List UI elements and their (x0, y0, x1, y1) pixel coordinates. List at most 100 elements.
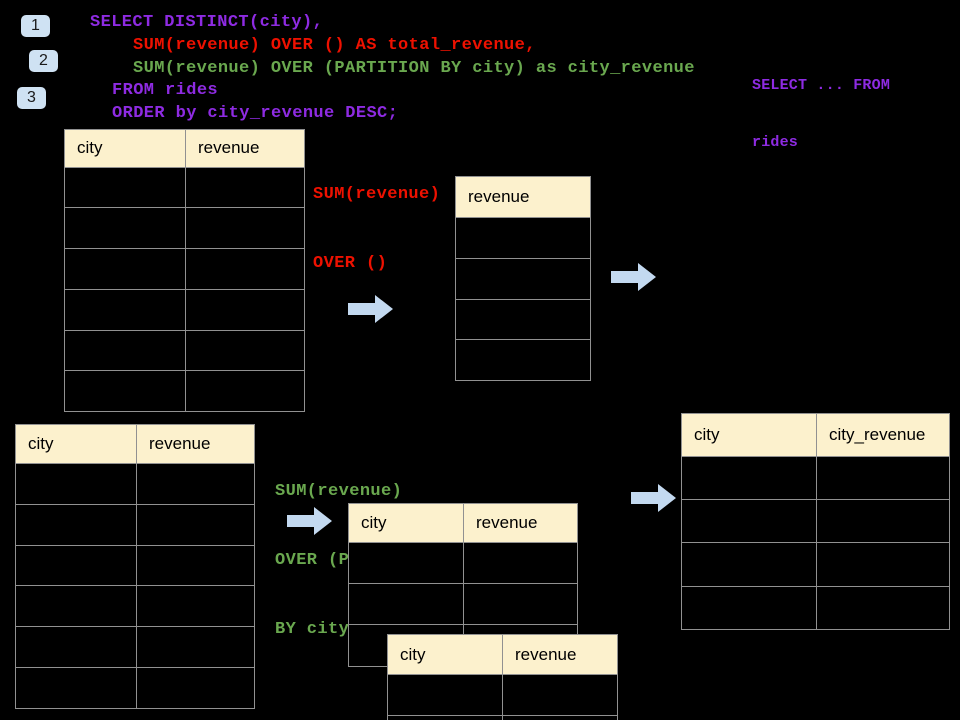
table-row (455, 257, 591, 300)
column-header-revenue: revenue (502, 634, 618, 675)
table-row (681, 585, 950, 630)
right-arrow-icon (631, 484, 676, 512)
table-header-row: city city_revenue (681, 413, 950, 457)
table-cell (185, 288, 305, 331)
table-cell (64, 370, 186, 413)
table-cell (816, 585, 950, 630)
table-row (15, 503, 255, 546)
table-cell (136, 626, 255, 668)
table-header-row: city revenue (64, 129, 305, 168)
column-header-city: city (15, 424, 137, 464)
right-arrow-icon (611, 263, 656, 291)
annotation-total-line1: SUM(revenue) (313, 185, 441, 204)
table-cell (185, 207, 305, 250)
table-row (387, 674, 618, 716)
table-city-revenue-result: city city_revenue (681, 413, 950, 630)
table-cell (455, 217, 591, 259)
column-header-revenue: revenue (185, 129, 305, 168)
annotation-sum-over-total: SUM(revenue) OVER () (313, 137, 440, 321)
column-header-revenue: revenue (136, 424, 255, 464)
sql-line-select: SELECT DISTINCT(city), (90, 13, 324, 32)
table-cell (387, 674, 503, 716)
table-cell (463, 583, 578, 626)
table-total-revenue: revenue (455, 176, 591, 381)
table-cell (185, 329, 305, 372)
table-header-row: city revenue (15, 424, 255, 464)
column-header-revenue: revenue (455, 176, 591, 218)
table-header-row: revenue (455, 176, 591, 218)
table-row (348, 583, 578, 626)
side-sql-snippet: SELECT ... FROM rides (752, 38, 890, 190)
step-badge-1: 1 (21, 15, 50, 37)
table-cell (348, 583, 464, 626)
table-partition-overlay: city revenue (387, 634, 618, 720)
table-cell (15, 585, 137, 628)
table-cell (455, 339, 591, 381)
annotation-partition-line1: SUM(revenue) (275, 482, 403, 501)
table-cell (348, 541, 464, 585)
table-cell (64, 329, 186, 372)
table-row (681, 542, 950, 587)
table-partition-mid: city revenue (348, 503, 578, 667)
table-cell (502, 674, 618, 716)
table-cell (64, 207, 186, 250)
table-cell (463, 541, 578, 585)
table-cell (455, 298, 591, 341)
table-row (681, 455, 950, 501)
table-row (64, 207, 305, 250)
sql-line-order-by: ORDER by city_revenue DESC; (112, 104, 399, 123)
table-cell (681, 542, 817, 587)
table-source-bottom: city revenue (15, 424, 255, 709)
right-arrow-icon (348, 295, 393, 323)
right-arrow-icon (287, 507, 332, 535)
table-cell (15, 503, 137, 546)
table-cell (15, 463, 137, 505)
table-row (455, 298, 591, 341)
table-cell (681, 585, 817, 630)
table-cell (64, 248, 186, 290)
table-cell (502, 714, 618, 720)
side-sql-snippet-line1: SELECT ... FROM (752, 77, 891, 94)
table-row (64, 329, 305, 372)
table-cell (136, 503, 255, 546)
table-cell (15, 544, 137, 587)
table-cell (681, 499, 817, 544)
table-header-row: city revenue (348, 503, 578, 543)
table-row (455, 217, 591, 259)
column-header-city: city (348, 503, 464, 543)
table-cell (455, 257, 591, 300)
table-cell (136, 666, 255, 709)
sql-line-total-revenue: SUM(revenue) OVER () AS total_revenue, (133, 36, 536, 55)
table-cell (136, 544, 255, 587)
table-header-row: city revenue (387, 634, 618, 675)
table-cell (136, 585, 255, 628)
table-row (15, 626, 255, 668)
table-cell (15, 626, 137, 668)
table-row (15, 544, 255, 587)
table-row (64, 166, 305, 209)
table-cell (185, 248, 305, 290)
table-row (64, 288, 305, 331)
sql-line-from: FROM rides (112, 81, 219, 100)
table-cell (185, 370, 305, 413)
table-cell (185, 166, 305, 209)
annotation-partition-line3: BY city) (275, 620, 360, 639)
table-cell (816, 499, 950, 544)
table-row (15, 463, 255, 505)
flow-arrow-partition-1 (287, 507, 332, 535)
annotation-total-line2: OVER () (313, 254, 388, 273)
table-row (455, 339, 591, 381)
table-row (348, 541, 578, 585)
table-cell (387, 714, 503, 720)
column-header-revenue: revenue (463, 503, 578, 543)
step-badge-3: 3 (17, 87, 46, 109)
column-header-city: city (681, 413, 817, 457)
table-cell (64, 166, 186, 209)
table-cell (136, 463, 255, 505)
flow-arrow-partition-2 (631, 484, 676, 512)
table-cell (681, 455, 817, 501)
table-cell (816, 455, 950, 501)
table-row (64, 248, 305, 290)
table-row (15, 585, 255, 628)
